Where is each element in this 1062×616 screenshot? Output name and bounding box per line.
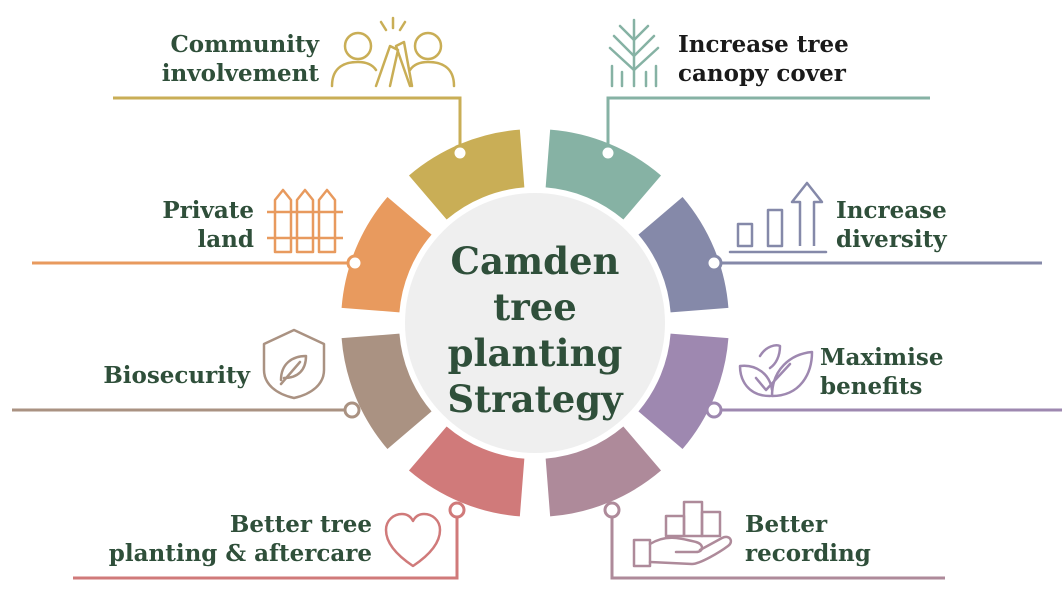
growing-tree-icon: [608, 18, 660, 88]
center-title-line-4: Strategy: [447, 377, 623, 421]
label-line: benefits: [820, 373, 923, 400]
fence-icon: [267, 188, 343, 254]
connector-recording: [610, 510, 945, 580]
segment-canopy: [544, 129, 662, 221]
ring-segments: [341, 129, 729, 517]
label-line: Increase tree: [678, 31, 849, 58]
hand-holding-boxes-icon: [632, 500, 733, 568]
segment-private: [341, 196, 433, 314]
connector-canopy: [606, 96, 930, 153]
segment-community: [408, 129, 526, 221]
label-biosecurity: Biosecurity: [103, 361, 250, 390]
label-line: recording: [745, 540, 871, 567]
label-maximise-benefits: Maximise benefits: [820, 343, 943, 401]
connector-community: [113, 96, 462, 153]
segment-planting: [408, 425, 526, 517]
segment-benefits: [637, 332, 729, 450]
center-title-line-3: planting: [447, 331, 623, 375]
label-better-recording: Better recording: [745, 510, 871, 568]
dot-planting: [448, 501, 466, 519]
label-increase-tree-canopy: Increase tree canopy cover: [678, 30, 849, 88]
heart-icon: [384, 512, 442, 568]
label-line: Maximise: [820, 344, 944, 371]
label-line: involvement: [161, 60, 319, 87]
label-line: land: [197, 226, 254, 253]
dot-canopy: [599, 144, 617, 162]
center-title-line-2: tree: [493, 285, 577, 329]
segment-biosecurity: [341, 332, 433, 450]
label-community-involvement: Community involvement: [162, 30, 319, 88]
dot-recording: [603, 501, 621, 519]
dot-diversity: [705, 254, 723, 272]
label-line: Better: [745, 511, 828, 538]
segment-recording: [544, 425, 662, 517]
label-line: Community: [170, 31, 320, 58]
label-line: planting & aftercare: [108, 540, 372, 567]
dot-biosecurity: [343, 401, 361, 419]
dot-community: [451, 144, 469, 162]
label-line: Better tree: [229, 511, 372, 538]
label-line: Increase: [836, 197, 947, 224]
label-line: Private: [162, 197, 254, 224]
label-line: canopy cover: [678, 60, 846, 87]
label-better-tree-planting: Better tree planting & aftercare: [109, 510, 372, 568]
label-line: diversity: [836, 226, 947, 253]
shield-leaf-icon: [262, 328, 326, 400]
center-disc: [405, 193, 665, 453]
dot-benefits: [705, 401, 723, 419]
center-title: Camden tree planting Strategy: [405, 238, 665, 422]
dot-private: [346, 254, 364, 272]
leaves-check-icon: [738, 344, 814, 398]
label-line: Biosecurity: [103, 362, 250, 389]
label-private-land: Private land: [162, 196, 254, 254]
label-increase-diversity: Increase diversity: [836, 196, 947, 254]
segment-diversity: [637, 196, 729, 314]
rising-bars-arrow-icon: [728, 181, 828, 254]
center-title-line-1: Camden: [450, 239, 620, 283]
connector-planting: [73, 510, 459, 580]
high-five-people-icon: [330, 16, 456, 88]
